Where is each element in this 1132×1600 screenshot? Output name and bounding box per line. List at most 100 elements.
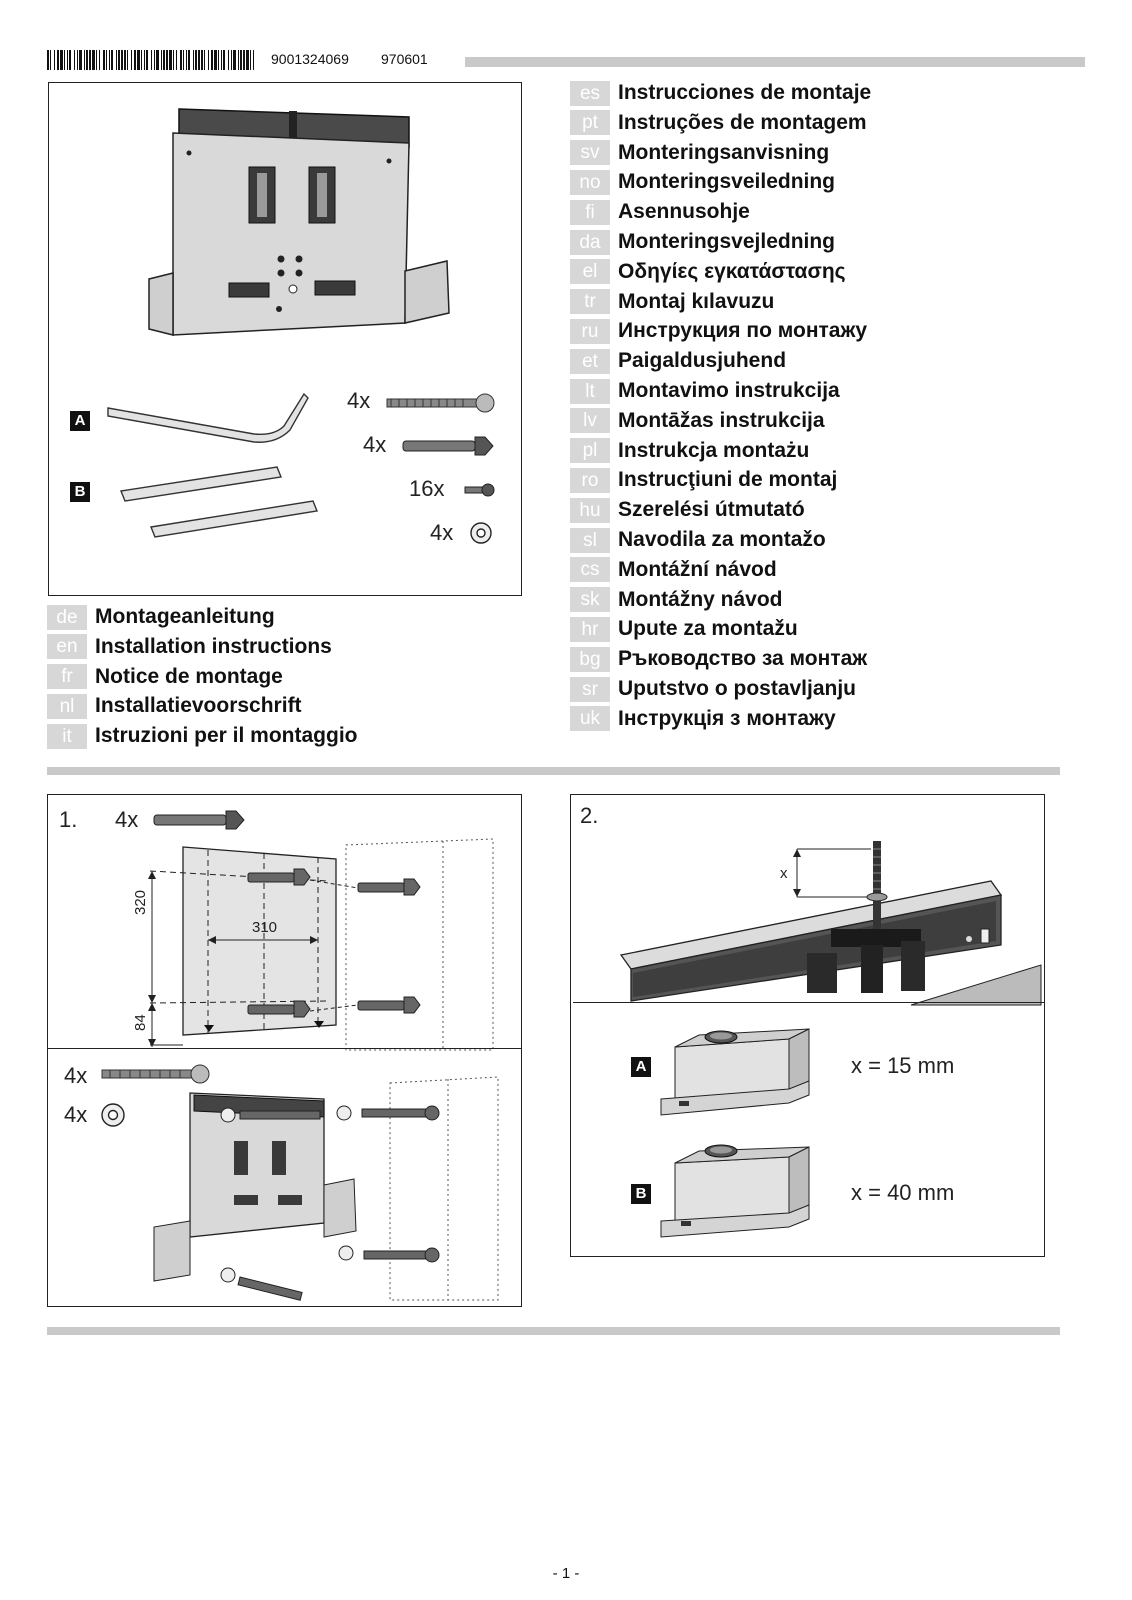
step1-inner-divider [48,1048,521,1049]
small-screw-icon [464,483,495,497]
lang-row-right-tr: tr Montaj kılavuzu [570,289,774,315]
lang-code: hu [570,497,610,523]
lang-code: pt [570,110,610,136]
part-number: 9001324069 [271,51,349,67]
lang-code: ro [570,467,610,493]
lang-row-right-sv: sv Monteringsanvisning [570,140,829,166]
lang-title: Montážní návod [618,557,777,581]
hood-adjustment-illustration [619,841,1042,1006]
lang-title: Installatievoorschrift [95,694,302,718]
doc-code: 970601 [381,51,428,67]
hood-variant-b-illustration [660,1144,810,1238]
lang-code: sv [570,140,610,166]
lang-code: hr [570,616,610,642]
step2-number: 2. [580,803,599,828]
lang-code: de [47,604,87,630]
lang-code: en [47,634,87,660]
lang-title: Instrucţiuni de montaj [618,468,838,492]
parts-box: A B 4x 4x 16x 4x [48,82,522,596]
step2-inner-divider [573,1002,1044,1003]
lang-code: no [570,169,610,195]
lang-code: it [47,723,87,749]
lang-row-right-cs: cs Montážní návod [570,557,777,583]
lang-row-right-pt: pt Instruções de montagem [570,110,867,136]
lang-title: Montážny návod [618,587,783,611]
lang-code: sl [570,527,610,553]
lang-code: ru [570,318,610,344]
lang-code: sr [570,676,610,702]
screw-icon [386,393,495,413]
lang-row-right-fi: fi Asennusohje [570,199,750,225]
lang-title: Monteringsanvisning [618,140,830,164]
lang-title: Montageanleitung [95,605,275,628]
lang-row-right-ro: ro Instrucţiuni de montaj [570,467,837,493]
lang-title: Montavimo instrukcija [618,379,840,402]
lang-row-right-ru: ru Инструкция по монтажу [570,318,867,344]
lang-title: Ръководство за монтаж [618,647,868,671]
lang-row-right-lt: lt Montavimo instrukcija [570,378,840,404]
dim-width: 310 [252,919,278,936]
lang-code: tr [570,289,610,315]
lang-code: pl [570,438,610,464]
section-divider-top [47,767,1060,775]
lang-row-right-lv: lv Montāžas instrukcija [570,408,825,434]
lang-title: Szerelési útmutató [618,498,805,522]
step1-qty-screws: 4x [64,1063,88,1088]
lang-code: cs [570,557,610,583]
step2-value-a: x = 15 mm [851,1053,955,1078]
lang-code: lt [570,378,610,404]
part-label-b: B [70,482,90,502]
qty-small-screws: 16x [409,476,445,501]
step1-qty-washers: 4x [64,1102,88,1127]
page-number: - 1 - [552,1565,580,1582]
lang-code: uk [570,706,610,732]
lang-code: es [570,80,610,106]
lang-title: Montaj kılavuzu [618,289,775,313]
step2-panel: 2. x A x = 15 mm B [570,794,1045,1257]
washer-icon [101,1103,125,1127]
section-divider-bottom [47,1327,1060,1335]
dim-bottom: 84 [132,1014,149,1031]
dim-height: 320 [132,889,149,915]
lang-title: Инструкция по монтажу [618,319,868,343]
lang-row-right-hu: hu Szerelési útmutató [570,497,805,523]
lang-row-right-pl: pl Instrukcja montażu [570,438,809,464]
step1-number: 1. [59,807,78,832]
qty-washers: 4x [430,520,454,545]
mounting-bracket-illustration [148,108,450,336]
qty-dowels: 4x [363,432,387,457]
lang-row-right-bg: bg Ръководство за монтаж [570,646,867,672]
step1-panel: 1. 4x [47,794,522,1307]
step2-dim-label: x [780,865,788,882]
lang-title: Asennusohje [618,200,750,224]
rail-a-illustration [107,392,309,443]
lang-row-right-sk: sk Montážny návod [570,587,783,613]
lang-code: bg [570,646,610,672]
lang-code: sk [570,587,610,613]
step1-qty-dowels: 4x [115,807,139,832]
lang-title: Інструкція з монтажу [618,706,836,730]
lang-code: da [570,229,610,255]
step2-label-b: B [631,1184,651,1204]
lang-title: Οδηγίες εγκατάστασης [618,259,846,283]
lang-title: Instruções de montagem [618,110,867,134]
lang-row-right-uk: uk Інструкція з монтажу [570,706,836,732]
lang-code: lv [570,408,610,434]
lang-code: fi [570,199,610,225]
hood-variant-a-illustration [660,1028,810,1116]
drilling-template-illustration [148,838,494,1051]
step2-value-b: x = 40 mm [851,1180,955,1205]
lang-title: Instrukcja montażu [618,438,810,462]
lang-title: Montāžas instrukcija [618,408,825,432]
